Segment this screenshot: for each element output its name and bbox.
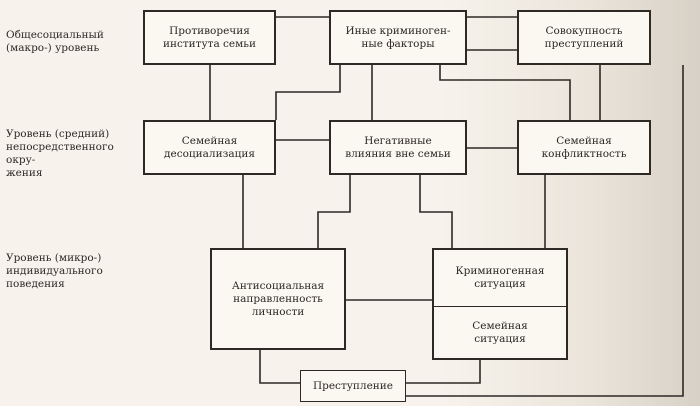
situation-divider — [434, 306, 566, 307]
link-other-desocialization — [275, 65, 341, 120]
link-negative-antisocial — [317, 175, 351, 248]
level-middle-label: Уровень (средний)непосредственного окру-… — [6, 128, 114, 179]
box-other-factors: Иные криминоген-ные факторы — [329, 10, 467, 65]
box-crime: Преступление — [300, 370, 406, 402]
level-macro-label: Общесоциальный(макро-) уровень — [6, 29, 104, 54]
link-negative-criminogenic — [419, 175, 453, 248]
box-crime-text: Преступление — [312, 379, 394, 392]
link-crime-totality — [406, 65, 684, 397]
link-criminogenic-crime — [406, 360, 481, 384]
link-antisocial-crime — [259, 350, 300, 384]
box-other-factors-text: Иные криминоген-ные факторы — [345, 24, 451, 50]
link-other-conflict — [439, 65, 571, 120]
